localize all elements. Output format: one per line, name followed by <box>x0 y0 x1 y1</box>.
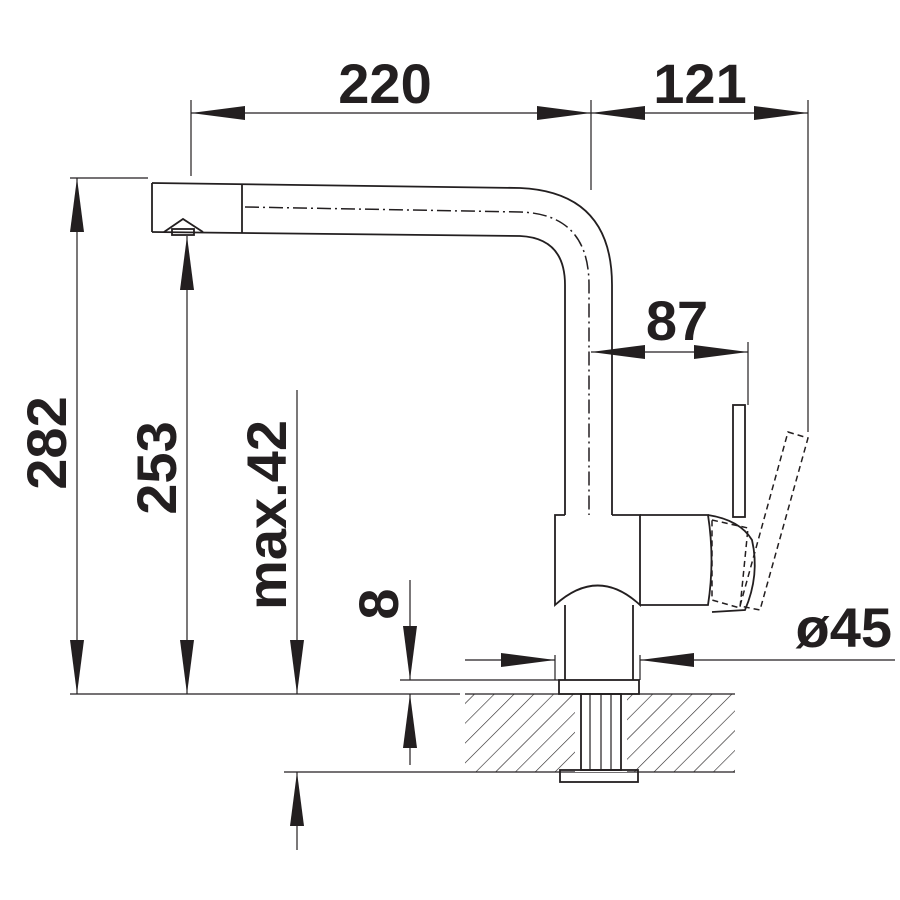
dim-width-spout: 220 <box>338 52 431 115</box>
dim-width-lever: 121 <box>653 52 746 115</box>
dim-lever-offset: 87 <box>646 289 708 352</box>
mounting-shank <box>558 679 640 783</box>
dim-height-total: 282 <box>15 396 78 489</box>
dim-flange: 8 <box>347 588 410 619</box>
dim-max-thickness: max.42 <box>235 420 298 610</box>
faucet-body <box>151 182 809 680</box>
dim-height-spout: 253 <box>125 421 188 514</box>
dim-diameter: ø45 <box>796 596 893 659</box>
dimension-lines <box>70 106 895 850</box>
extension-lines <box>70 100 809 773</box>
countertop <box>465 693 735 773</box>
